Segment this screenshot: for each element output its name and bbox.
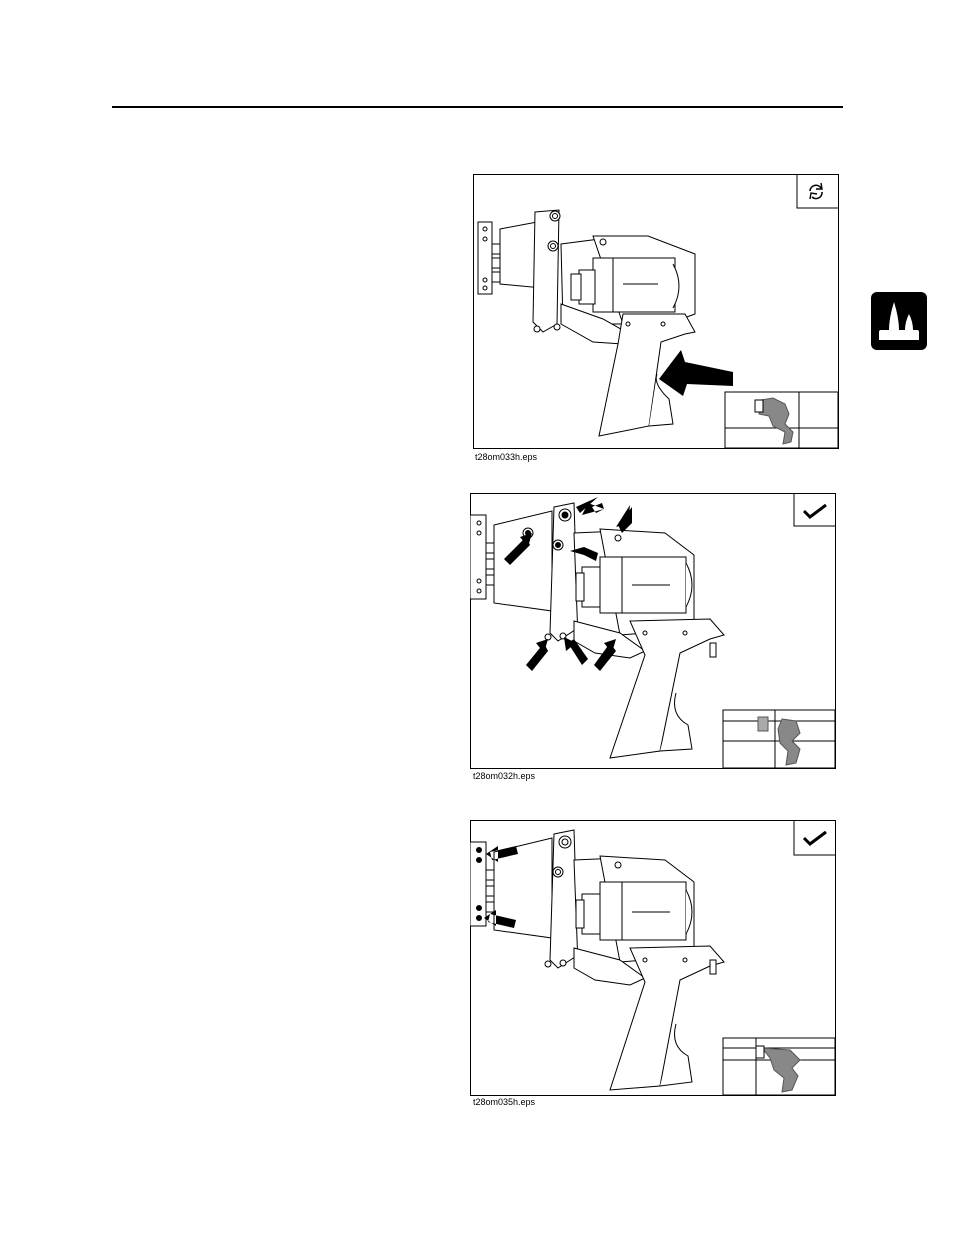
locator-thumbnail: [723, 710, 835, 768]
figure-3-caption: t28om035h.eps: [473, 1097, 535, 1107]
figure-2-caption: t28om032h.eps: [473, 771, 535, 781]
oil-drops-icon: [871, 292, 927, 350]
figure-3: t28om035h.eps: [470, 820, 837, 1097]
locator-thumbnail: [723, 1038, 835, 1095]
figure-2: t28om032h.eps: [470, 493, 837, 770]
figure-3-drawing: [470, 820, 837, 1097]
figure-1-caption: t28om033h.eps: [475, 452, 537, 462]
header-rule: [112, 106, 843, 108]
figure-1: t28om033h.eps: [473, 174, 839, 450]
locator-thumbnail: [725, 392, 838, 448]
figure-2-drawing: [470, 493, 837, 770]
figure-1-drawing: [473, 174, 839, 450]
